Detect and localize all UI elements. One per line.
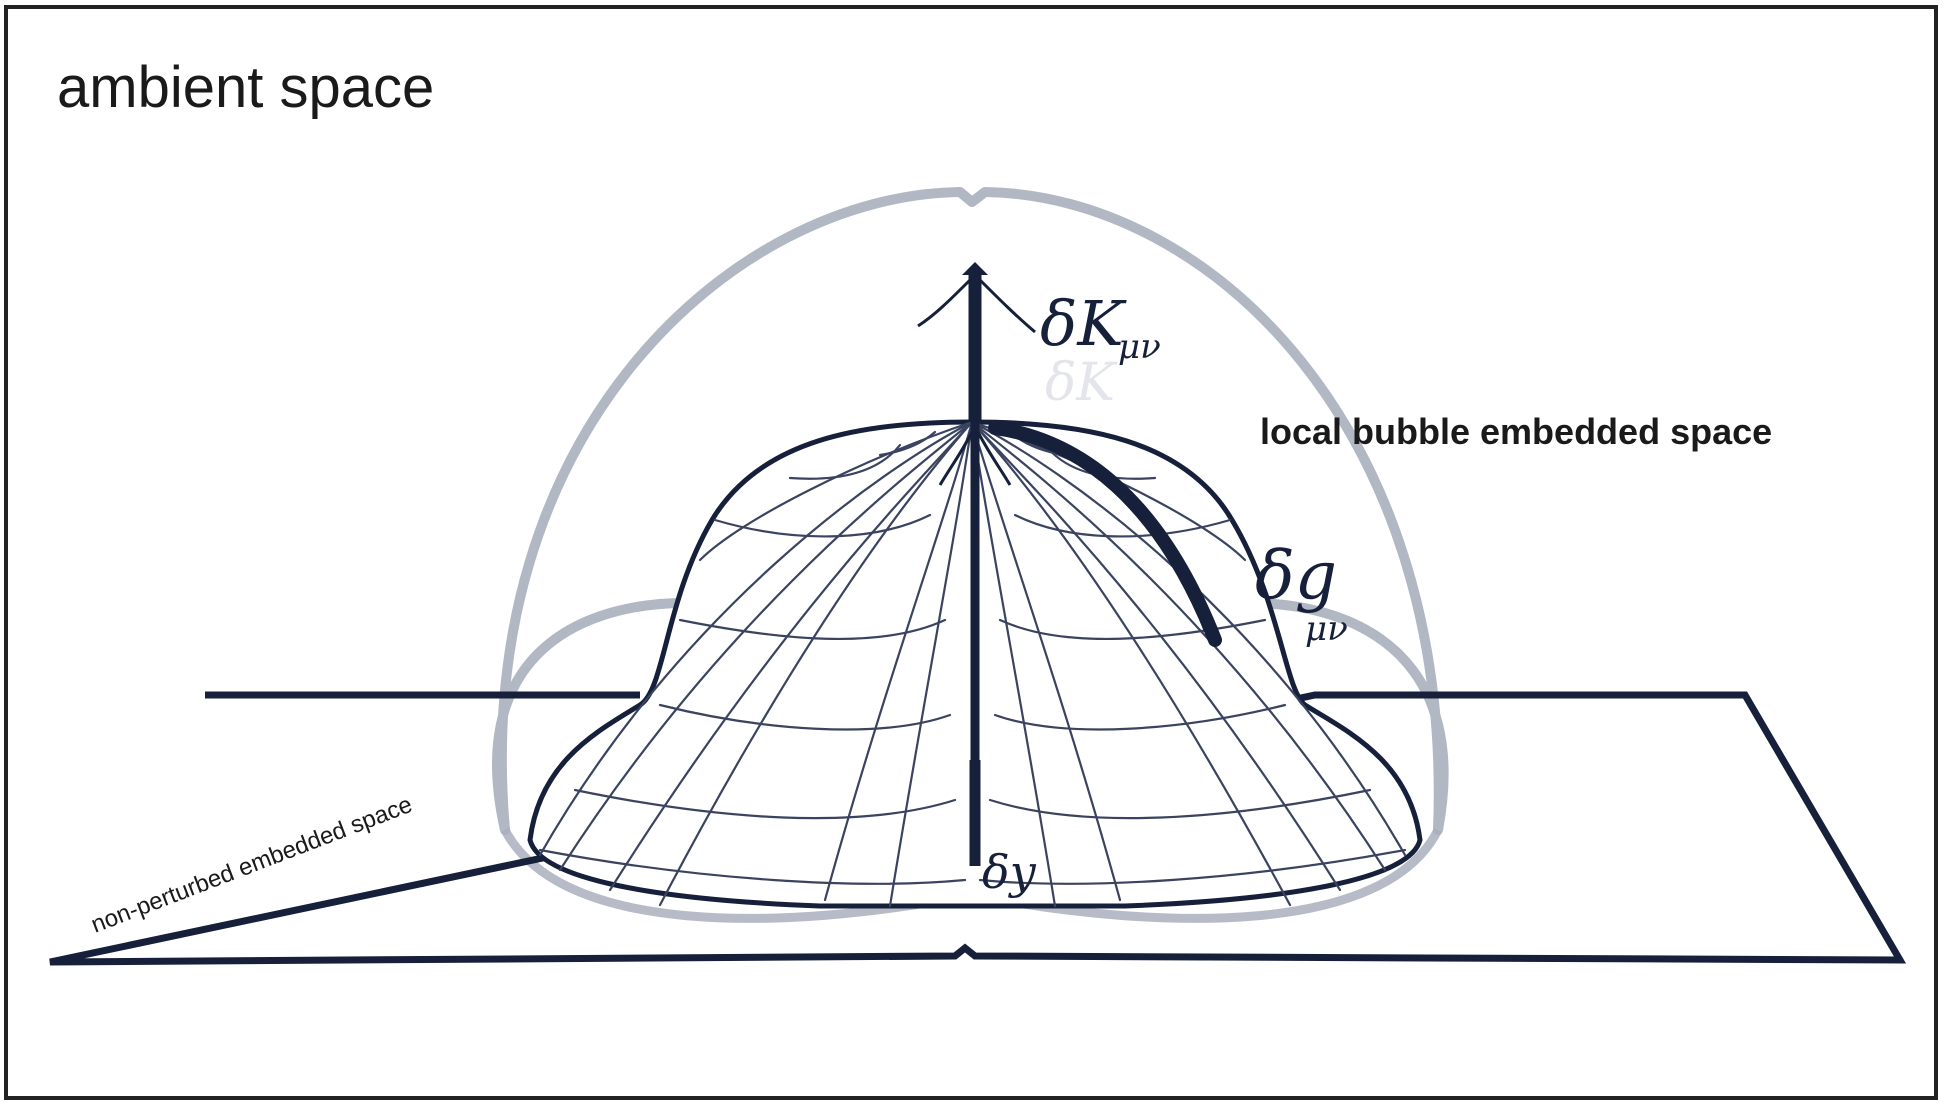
delta-y-axis [938, 422, 1012, 866]
surface-mesh [538, 420, 1407, 908]
flat-sheet [49, 691, 1907, 966]
delta-k-subscript: μν [1118, 327, 1161, 367]
local-bubble-label: local bubble embedded space [1260, 411, 1772, 452]
delta-k-arrow [917, 262, 1036, 422]
delta-g-stroke [988, 421, 1222, 647]
bump-surface-left [527, 419, 973, 909]
ambient-space-label: ambient space [57, 55, 434, 120]
ghost-label: δK [1045, 353, 1118, 413]
delta-g-label: δg [1255, 537, 1337, 614]
bubble-envelope [492, 187, 1449, 835]
delta-y-label: δy [982, 845, 1037, 899]
delta-k-label: δK [1040, 287, 1127, 360]
delta-g-subscript: μν [1305, 609, 1348, 649]
